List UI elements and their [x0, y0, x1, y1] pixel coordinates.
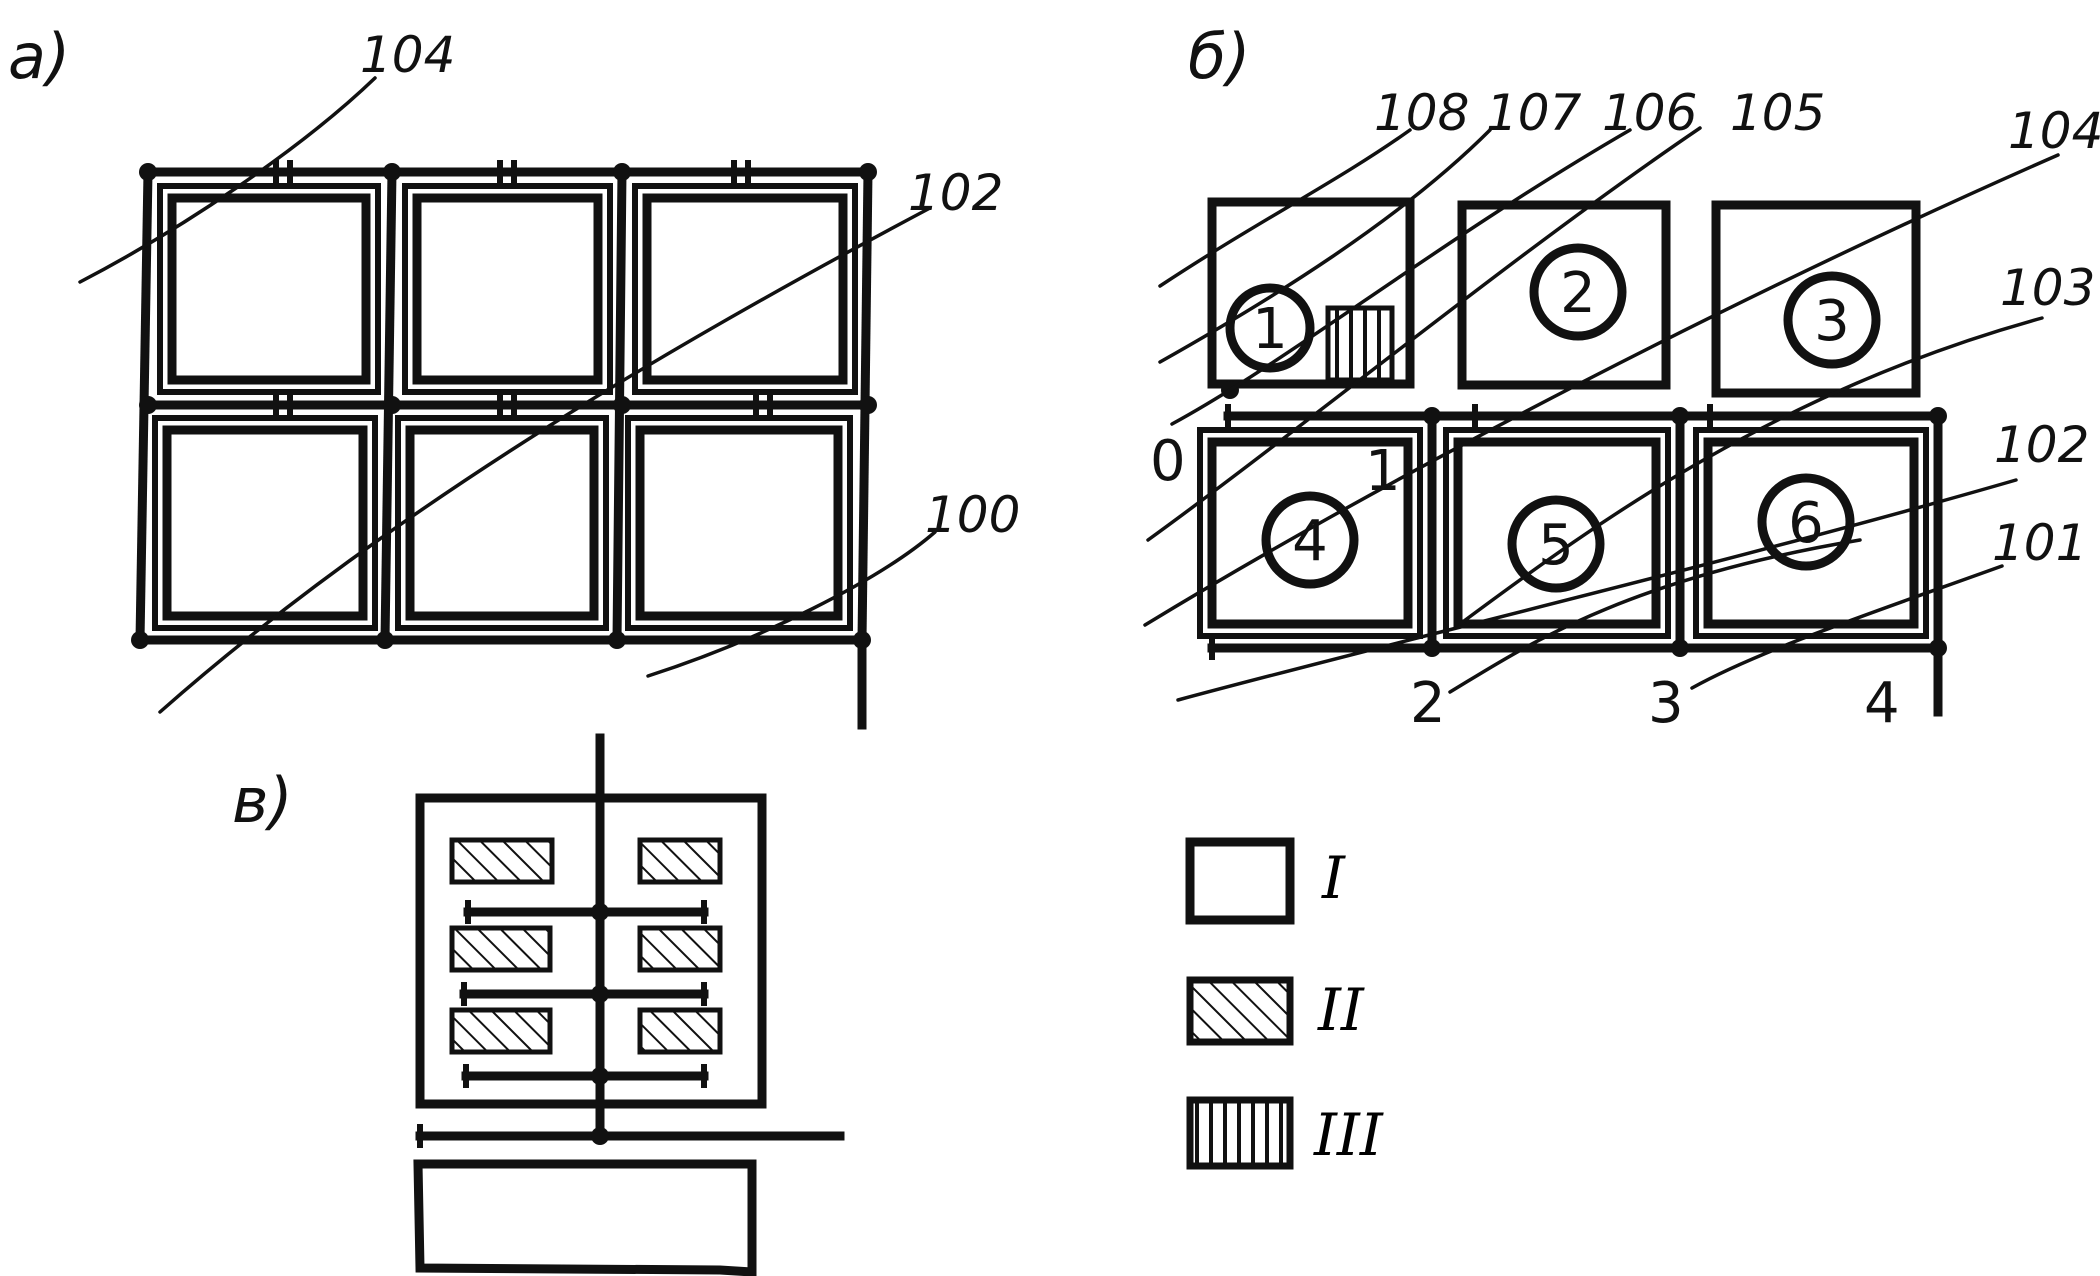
- callout-b-101: 101: [1992, 514, 2087, 572]
- callout-b-108: 108: [1374, 84, 1469, 142]
- panel-v-buildings: [449, 837, 723, 1055]
- legend-label-III: III: [1313, 1101, 1384, 1169]
- panel-a-leaders: [78, 76, 937, 714]
- legend-label-I: I: [1321, 844, 1346, 912]
- panel-v-label: в): [232, 764, 293, 837]
- panel-v: в): [232, 733, 845, 1276]
- panel-v-lower-block: [413, 1159, 757, 1276]
- panel-b: б): [1143, 20, 2100, 736]
- callout-a-100: 100: [925, 486, 1020, 544]
- panel-a-blocks: [152, 183, 858, 631]
- callout-b-104: 104: [2008, 102, 2100, 160]
- panel-b-top-plots: [1207, 197, 1921, 398]
- plot-number-4: 4: [1292, 509, 1328, 574]
- legend-swatch-III: [1186, 1096, 1294, 1170]
- plot-number-3: 3: [1814, 289, 1850, 354]
- legend-label-II: II: [1317, 976, 1365, 1044]
- callout-b-102: 102: [1994, 416, 2089, 474]
- panel-a-road-grid: [131, 160, 877, 730]
- plot-number-2: 2: [1560, 261, 1596, 326]
- panel-v-plot: [415, 793, 767, 1109]
- axis-number-0: 0: [1150, 429, 1186, 494]
- plot-number-6: 6: [1788, 491, 1824, 556]
- axis-number-2: 2: [1410, 671, 1446, 736]
- legend: I II III: [1185, 837, 1384, 1170]
- panel-a-label: а): [8, 20, 70, 93]
- callout-b-105: 105: [1730, 84, 1825, 142]
- plot-number-1: 1: [1252, 297, 1288, 362]
- panel-b-bottom-plots: [1197, 427, 1929, 639]
- panel-b-plot-numbers: [1225, 243, 1881, 593]
- panel-a: а): [8, 20, 1020, 730]
- legend-swatch-I: [1185, 837, 1295, 925]
- axis-number-4: 4: [1864, 671, 1900, 736]
- legend-swatch-II: [1186, 976, 1294, 1046]
- callout-a-102: 102: [908, 164, 1003, 222]
- callout-b-107: 107: [1486, 84, 1582, 142]
- axis-number-3: 3: [1648, 671, 1684, 736]
- panel-b-road-grid: [1207, 381, 1947, 717]
- callout-a-104: 104: [360, 26, 455, 84]
- callout-b-106: 106: [1602, 84, 1697, 142]
- panel-b-leaders: [1143, 126, 2060, 702]
- panel-b-label: б): [1188, 20, 1250, 93]
- callout-b-103: 103: [2000, 259, 2095, 317]
